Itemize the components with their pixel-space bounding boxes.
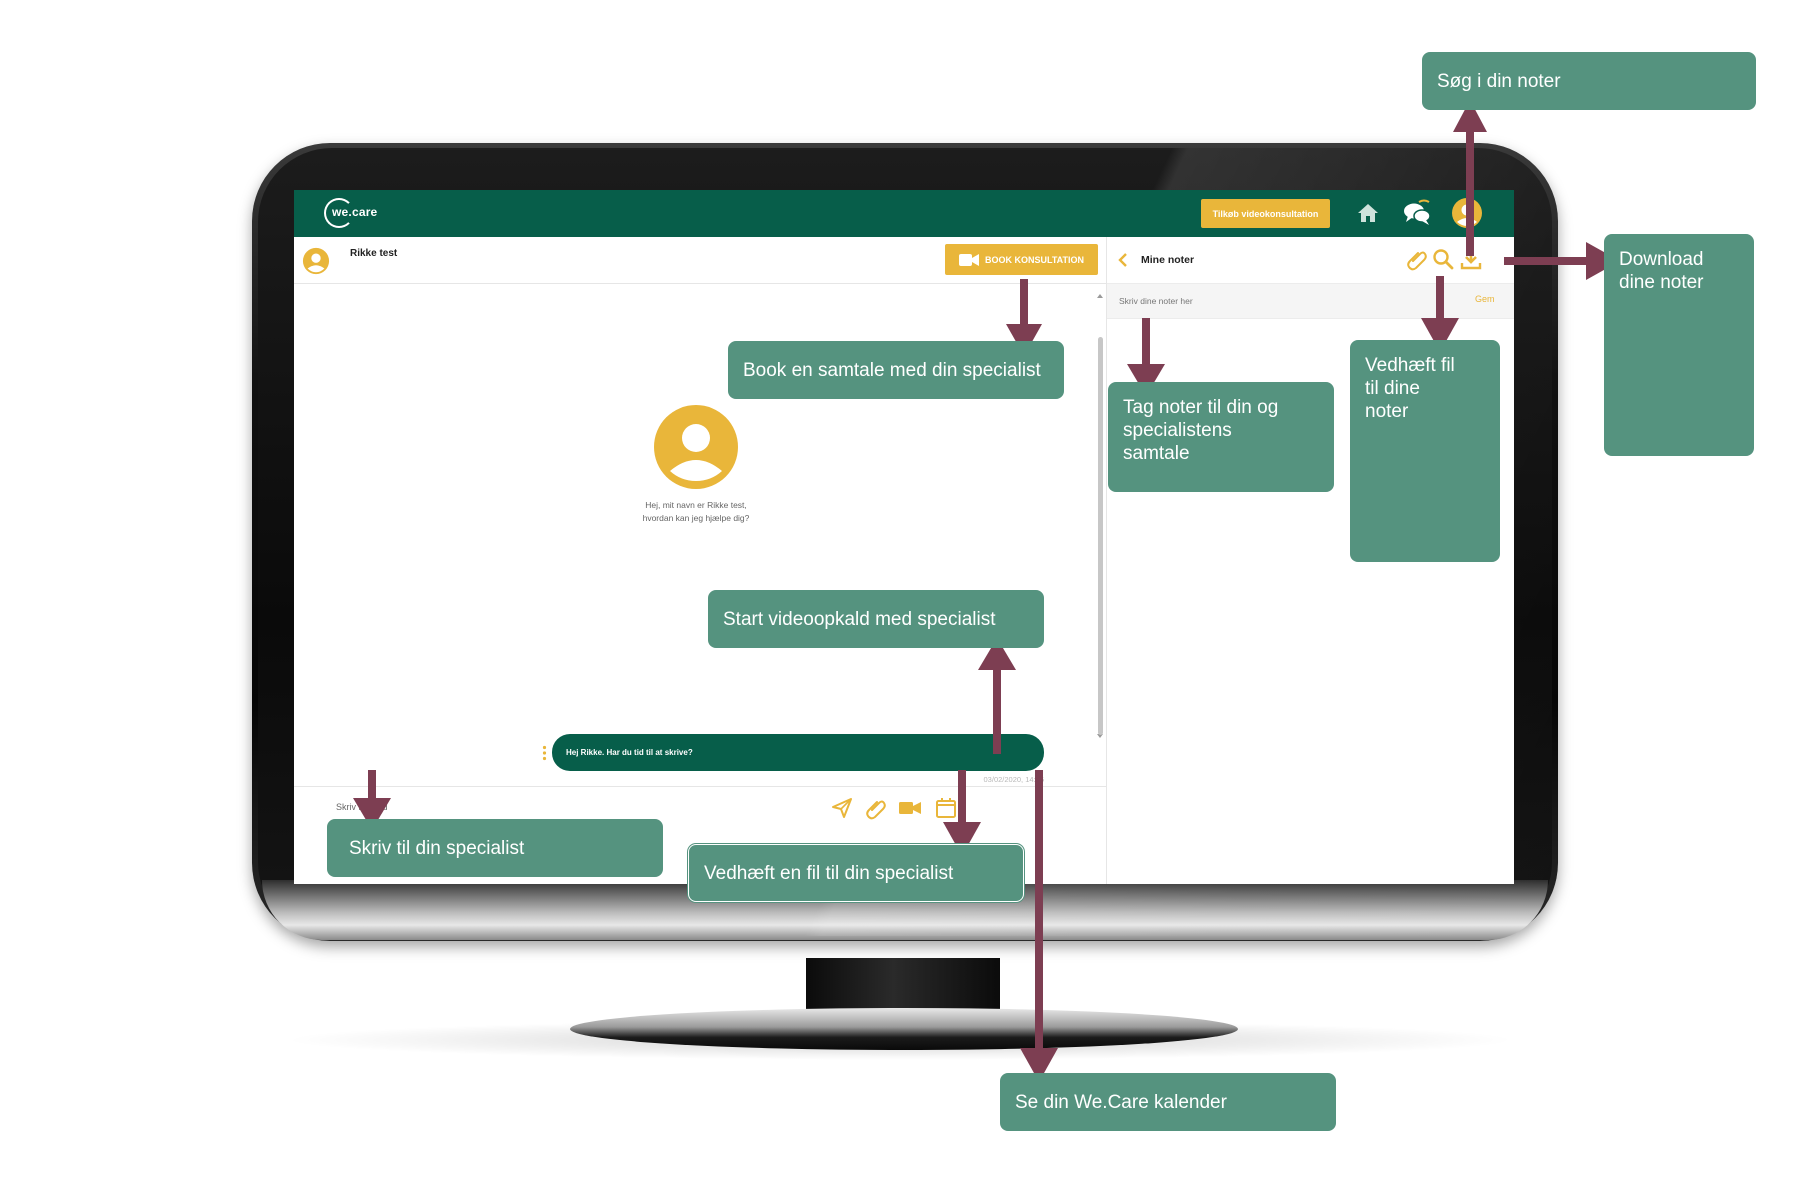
callout-calendar-text: Se din We.Care kalender — [1015, 1091, 1227, 1113]
callout-attach-specialist-text: Vedhæft en fil til din specialist — [704, 862, 954, 884]
callout-attach-notes: Vedhæft fil til dine noter — [1350, 340, 1500, 562]
book-consultation-label: BOOK KONSULTATION — [985, 254, 1084, 265]
callout-calendar: Se din We.Care kalender — [1000, 1073, 1336, 1131]
callout-search-notes: Søg i din noter — [1422, 52, 1756, 110]
save-note-button[interactable]: Gem — [1475, 294, 1495, 304]
chat-scrollbar-track[interactable] — [1096, 292, 1104, 740]
notes-input-row: Gem — [1107, 283, 1514, 319]
callout-book-conversation-text: Book en samtale med din specialist — [743, 359, 1041, 381]
home-icon[interactable] — [1356, 201, 1380, 225]
logo-text: we.care — [332, 205, 378, 219]
callout-search-notes-text: Søg i din noter — [1437, 70, 1561, 92]
user-avatar-icon[interactable] — [1452, 198, 1482, 228]
callout-download-notes: Download dine noter — [1604, 234, 1754, 456]
sent-message-bubble: Hej Rikke. Har du tid til at skrive? — [552, 734, 1044, 771]
top-navigation-bar: we.care Tilkøb videokonsultation — [294, 190, 1514, 237]
video-camera-icon — [959, 253, 979, 266]
callout-attach-notes-line-1: Vedhæft fil — [1365, 355, 1455, 376]
callout-write-specialist: Skriv til din specialist — [327, 819, 663, 877]
contact-avatar-icon — [302, 247, 330, 275]
notes-header: Mine noter — [1107, 237, 1514, 283]
logo-ring-icon — [324, 198, 354, 228]
greeting-line-2: hvordan kan jeg hjælpe dig? — [642, 513, 750, 523]
sent-message-text: Hej Rikke. Har du tid til at skrive? — [566, 748, 693, 757]
download-icon[interactable] — [1459, 247, 1483, 271]
chat-header: Rikke test BOOK KONSULTATION — [294, 237, 1106, 284]
callout-download-line-1: Download — [1619, 249, 1704, 270]
message-input[interactable] — [334, 797, 738, 817]
send-icon[interactable] — [830, 796, 854, 820]
callout-download-line-2: dine noter — [1619, 272, 1704, 293]
video-call-icon[interactable] — [898, 796, 922, 820]
chat-scrollbar-thumb[interactable] — [1098, 337, 1103, 735]
monitor-screen: we.care Tilkøb videokonsultation — [294, 190, 1514, 884]
callout-write-specialist-text: Skriv til din specialist — [349, 837, 525, 859]
callout-attach-specialist: Vedhæft en fil til din specialist — [688, 844, 1024, 902]
callout-book-conversation: Book en samtale med din specialist — [728, 341, 1064, 399]
paperclip-icon[interactable] — [864, 796, 888, 820]
message-composer — [294, 786, 1106, 884]
chat-panel: Rikke test BOOK KONSULTATION — [294, 237, 1106, 884]
callout-attach-notes-line-3: noter — [1365, 401, 1409, 422]
chevron-left-icon[interactable] — [1117, 252, 1129, 268]
notes-paperclip-icon[interactable] — [1405, 247, 1429, 271]
message-options-icon[interactable] — [542, 745, 547, 761]
chat-bubbles-icon[interactable] — [1402, 199, 1432, 227]
search-icon[interactable] — [1431, 247, 1455, 271]
notes-input[interactable] — [1117, 292, 1421, 310]
callout-tag-line-3: samtale — [1123, 443, 1190, 464]
callout-start-video: Start videoopkald med specialist — [708, 590, 1044, 648]
monitor-stand — [570, 1008, 1238, 1050]
callout-attach-notes-line-2: til dine — [1365, 378, 1420, 399]
book-consultation-button[interactable]: BOOK KONSULTATION — [945, 244, 1098, 275]
message-timestamp: 03/02/2020, 14:06 — [983, 775, 1044, 784]
specialist-greeting: Hej, mit navn er Rikke test, hvordan kan… — [594, 499, 798, 525]
callout-tag-line-1: Tag noter til din og — [1123, 397, 1279, 418]
greeting-line-1: Hej, mit navn er Rikke test, — [645, 500, 747, 510]
callout-start-video-text: Start videoopkald med specialist — [723, 608, 996, 630]
specialist-avatar-icon — [654, 405, 738, 489]
buy-video-consultation-button[interactable]: Tilkøb videokonsultation — [1201, 199, 1330, 228]
contact-name: Rikke test — [350, 248, 398, 259]
notes-title: Mine noter — [1141, 254, 1195, 266]
callout-tag-line-2: specialistens — [1123, 420, 1232, 441]
calendar-icon[interactable] — [934, 796, 958, 820]
callout-tag-notes: Tag noter til din og specialistens samta… — [1108, 382, 1334, 492]
